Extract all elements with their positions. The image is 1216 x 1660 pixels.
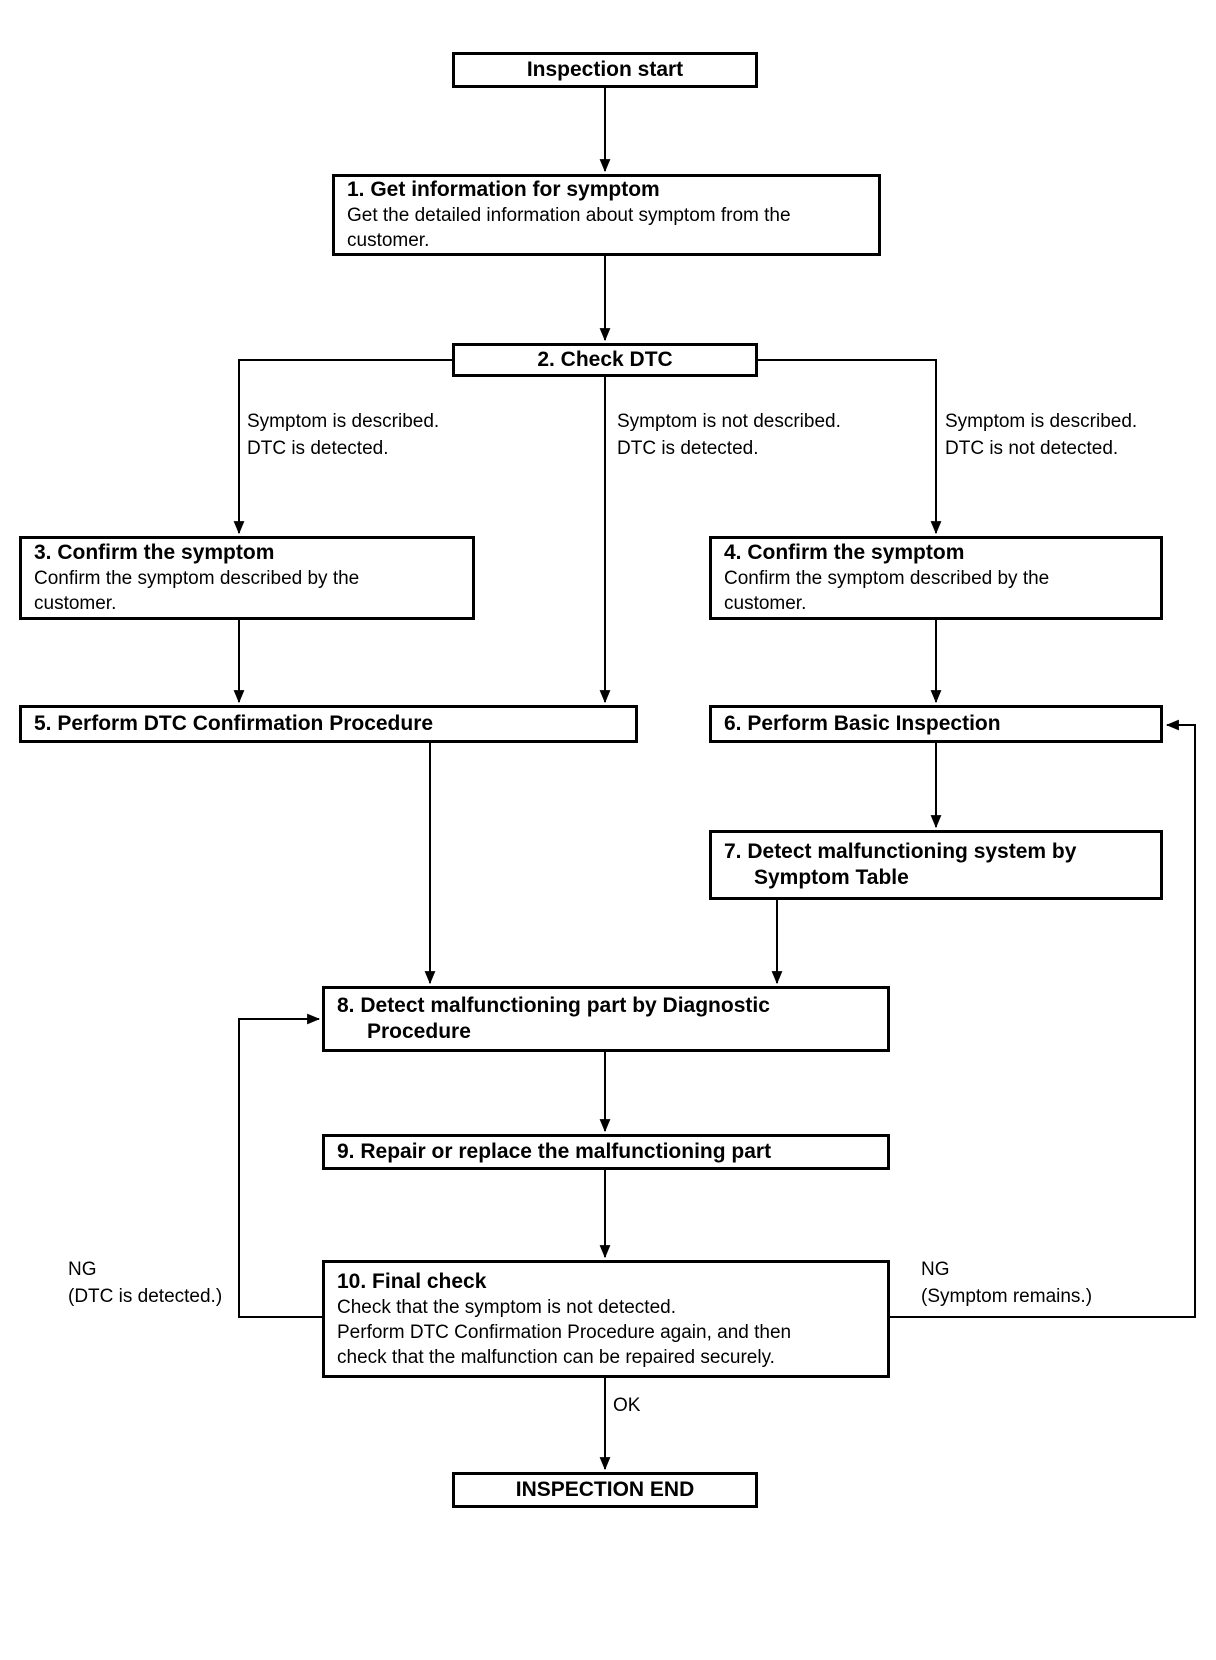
node-step-8-title: 8. Detect malfunctioning part by Diagnos… [337, 994, 770, 1043]
node-step-7: 7. Detect malfunctioning system by Sympt… [709, 830, 1163, 900]
node-step-2: 2. Check DTC [452, 343, 758, 377]
node-step-3-body: Confirm the symptom described by the cus… [34, 568, 360, 614]
node-step-2-title: 2. Check DTC [537, 348, 673, 371]
edge-step2-to-step4 [758, 359, 942, 535]
node-inspection-start: Inspection start [452, 52, 758, 88]
node-step-9: 9. Repair or replace the malfunctioning … [322, 1134, 890, 1170]
label-ok: OK [613, 1395, 641, 1416]
node-step-1-title: 1. Get information for symptom [347, 178, 660, 201]
node-step-4: 4. Confirm the symptom Confirm the sympt… [709, 536, 1163, 620]
node-step-7-title: 7. Detect malfunctioning system by Sympt… [724, 840, 1077, 889]
node-step-3: 3. Confirm the symptom Confirm the sympt… [19, 536, 475, 620]
node-step-10-title: 10. Final check [337, 1269, 487, 1293]
node-step-10-body: Check that the symptom is not detected. … [337, 1296, 792, 1368]
node-step-10: 10. Final check Check that the symptom i… [322, 1260, 890, 1378]
edge-step2-to-step3 [233, 359, 452, 535]
edge-ng-loop-to-step6 [890, 719, 1196, 1318]
label-branch-right: Symptom is described. DTC is not detecte… [945, 411, 1138, 459]
label-branch-left: Symptom is described. DTC is detected. [247, 411, 440, 459]
node-step-5: 5. Perform DTC Confirmation Procedure [19, 705, 638, 743]
label-ng-left: NG (DTC is detected.) [68, 1259, 223, 1307]
node-step-5-title: 5. Perform DTC Confirmation Procedure [34, 712, 434, 735]
label-ng-right: NG (Symptom remains.) [921, 1259, 1093, 1307]
node-inspection-end: INSPECTION END [452, 1472, 758, 1508]
node-step-1-body: Get the detailed information about sympt… [347, 205, 791, 251]
node-step-8: 8. Detect malfunctioning part by Diagnos… [322, 986, 890, 1052]
node-step-6: 6. Perform Basic Inspection [709, 705, 1163, 743]
node-step-6-title: 6. Perform Basic Inspection [724, 712, 1001, 735]
edge-ng-loop-to-step8 [238, 1013, 322, 1318]
node-step-1: 1. Get information for symptom Get the d… [332, 174, 881, 256]
node-inspection-start-label: Inspection start [526, 58, 684, 81]
node-step-9-title: 9. Repair or replace the malfunctioning … [337, 1140, 772, 1163]
node-inspection-end-label: INSPECTION END [515, 1478, 695, 1501]
label-branch-middle: Symptom is not described. DTC is detecte… [617, 411, 841, 459]
node-step-4-body: Confirm the symptom described by the cus… [724, 568, 1050, 614]
node-step-3-title: 3. Confirm the symptom [34, 541, 275, 564]
node-step-4-title: 4. Confirm the symptom [724, 541, 965, 564]
